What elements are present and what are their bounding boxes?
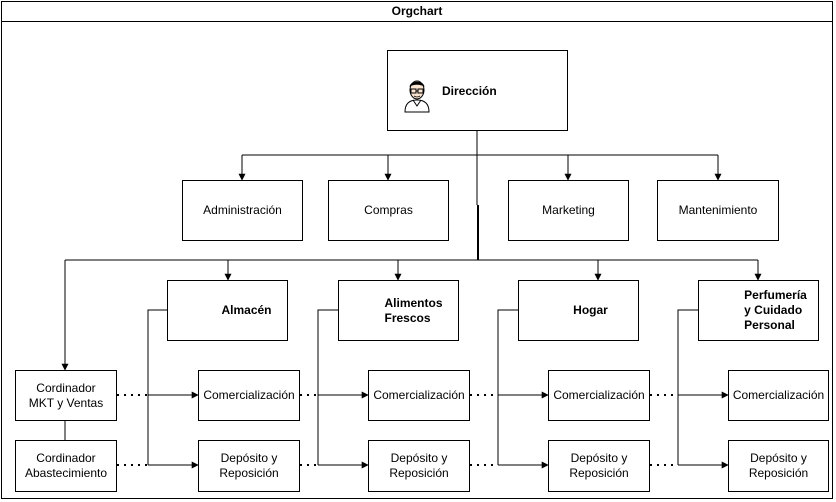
- node-comercializacion-label: Comercialización: [203, 388, 295, 402]
- node-almacen-label: Almacén: [221, 303, 272, 317]
- node-compras[interactable]: Compras: [328, 180, 449, 241]
- node-hogar-label: Hogar: [573, 303, 608, 317]
- node-deposito-label: Depósito y Reposición: [748, 451, 809, 480]
- node-comercializacion-almacen[interactable]: Comercialización: [198, 370, 300, 421]
- node-alimentos-frescos[interactable]: Alimentos Frescos: [338, 280, 459, 341]
- node-direccion[interactable]: Dirección: [387, 50, 568, 131]
- diagram-title: Orgchart: [1, 1, 833, 22]
- node-hogar[interactable]: Hogar: [518, 280, 639, 341]
- node-comercializacion-perfumeria[interactable]: Comercialización: [728, 370, 829, 421]
- node-deposito-perfumeria[interactable]: Depósito y Reposición: [728, 440, 829, 492]
- node-administracion[interactable]: Administración: [182, 180, 303, 241]
- branch-perfumeria: [677, 309, 698, 465]
- node-alimentos-frescos-label: Alimentos Frescos: [384, 295, 443, 325]
- node-comercializacion-label: Comercialización: [553, 388, 645, 402]
- node-comercializacion-label: Comercialización: [732, 388, 825, 402]
- node-deposito-label: Depósito y Reposición: [569, 451, 629, 480]
- node-comercializacion-alimentos[interactable]: Comercialización: [368, 370, 470, 421]
- node-almacen[interactable]: Almacén: [167, 280, 288, 341]
- node-cordinador-abastecimiento-label: Cordinador Abastecimiento: [24, 451, 108, 480]
- node-marketing-label: Marketing: [542, 203, 595, 217]
- node-direccion-label: Dirección: [442, 84, 497, 98]
- node-mantenimiento[interactable]: Mantenimiento: [657, 180, 779, 241]
- node-cordinador-mkt-label: Cordinador MKT y Ventas: [28, 380, 104, 410]
- node-marketing[interactable]: Marketing: [508, 180, 629, 241]
- person-icon: [404, 80, 430, 113]
- node-deposito-alimentos[interactable]: Depósito y Reposición: [368, 440, 470, 492]
- node-deposito-label: Depósito y Reposición: [389, 451, 449, 480]
- node-compras-label: Compras: [364, 203, 413, 217]
- node-cordinador-mkt[interactable]: Cordinador MKT y Ventas: [15, 370, 117, 421]
- node-comercializacion-hogar[interactable]: Comercialización: [548, 370, 650, 421]
- node-deposito-almacen[interactable]: Depósito y Reposición: [198, 440, 300, 492]
- node-cordinador-abastecimiento[interactable]: Cordinador Abastecimiento: [15, 440, 117, 492]
- node-perfumeria-label: Perfumería y Cuidado Personal: [744, 288, 807, 332]
- branch-almacen: [147, 309, 167, 465]
- node-deposito-label: Depósito y Reposición: [219, 451, 279, 480]
- node-deposito-hogar[interactable]: Depósito y Reposición: [548, 440, 650, 492]
- node-mantenimiento-label: Mantenimiento: [678, 203, 758, 217]
- node-comercializacion-label: Comercialización: [373, 388, 465, 402]
- node-perfumeria[interactable]: Perfumería y Cuidado Personal: [698, 280, 819, 341]
- branch-alimentos: [317, 309, 338, 465]
- node-administracion-label: Administración: [203, 203, 282, 217]
- branch-hogar: [497, 309, 518, 465]
